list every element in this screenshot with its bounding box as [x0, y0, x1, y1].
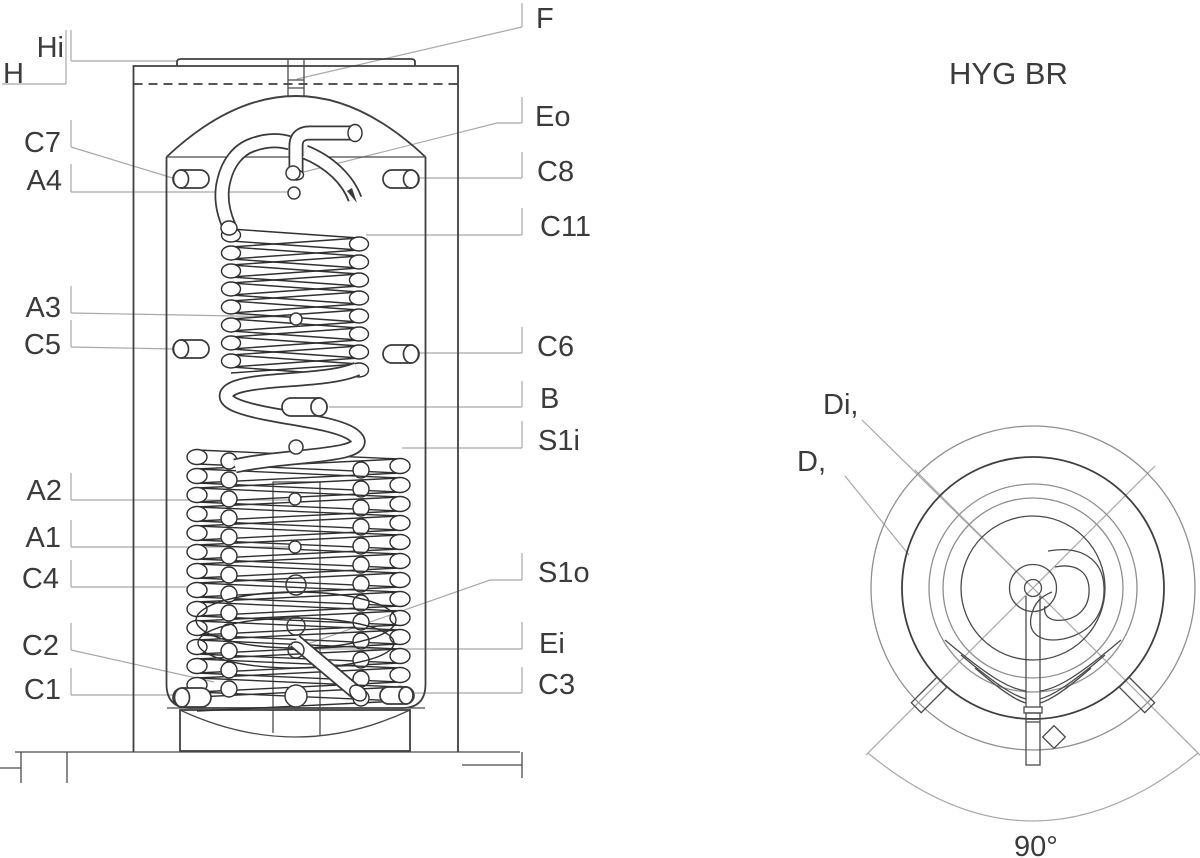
middle-s-pipe: [218, 361, 366, 474]
label-s1o: S1o: [538, 557, 590, 589]
label-c1: C1: [24, 674, 61, 706]
label-hi: Hi: [37, 32, 64, 64]
bottom-dish: [179, 709, 411, 738]
leader-lines: [2, 3, 523, 696]
label-a4: A4: [27, 165, 62, 197]
top-fitting-pipe: [287, 59, 305, 97]
label-s1i: S1i: [538, 425, 580, 457]
top-cap: [176, 58, 416, 66]
base-skirt: [179, 709, 411, 752]
model-title: HYG BR: [949, 56, 1068, 91]
winding-curves: [944, 639, 1122, 704]
label-di: Di,: [823, 389, 858, 421]
label-c8: C8: [537, 156, 574, 188]
floor-line: [0, 751, 523, 783]
insulation-outline: [132, 65, 459, 752]
label-c3: C3: [538, 669, 575, 701]
stub-left: [910, 676, 948, 714]
label-c11: C11: [540, 211, 591, 243]
upper-coil: [220, 227, 370, 386]
label-c7: C7: [24, 127, 61, 159]
label-b: B: [540, 383, 559, 415]
side-view: [0, 58, 523, 783]
sensor-circles: [284, 165, 308, 708]
di-leader: [861, 419, 1032, 587]
label-c5: C5: [24, 329, 61, 361]
label-c4: C4: [22, 563, 59, 595]
label-angle: 90°: [1014, 831, 1058, 858]
d-leader: [844, 475, 910, 556]
angle-dimension-arc: [867, 752, 1199, 822]
top-view: [844, 419, 1200, 822]
center-pipe: [272, 481, 321, 735]
label-c6: C6: [537, 331, 574, 363]
bottom-slant-pipe: [290, 635, 367, 702]
insulation-circle: [870, 425, 1196, 751]
stub-right: [1118, 676, 1156, 714]
tank-circle: [901, 456, 1165, 720]
label-c2: C2: [22, 630, 59, 662]
label-ei: Ei: [539, 628, 565, 660]
pipe-arrow: [347, 188, 357, 203]
lower-coil: [186, 448, 411, 712]
upper-outlet-pipes: [214, 123, 363, 236]
label-h: H: [3, 58, 24, 90]
tank-vessel-outline: [165, 95, 427, 158]
pipe-key: [1041, 724, 1067, 750]
top-view-pipe: [1023, 596, 1067, 766]
label-a1: A1: [26, 522, 61, 554]
label-a2: A2: [27, 475, 62, 507]
label-eo: Eo: [535, 101, 570, 133]
coil-crossover: [1029, 549, 1105, 641]
label-f: F: [536, 3, 554, 35]
labels: Hi H C7 A4 A3 C5 A2 A1 C4 C2 C1 F Eo C8 …: [3, 3, 1068, 858]
label-a3: A3: [26, 292, 61, 324]
nozzles: [172, 169, 420, 708]
label-d: D,: [797, 446, 826, 478]
